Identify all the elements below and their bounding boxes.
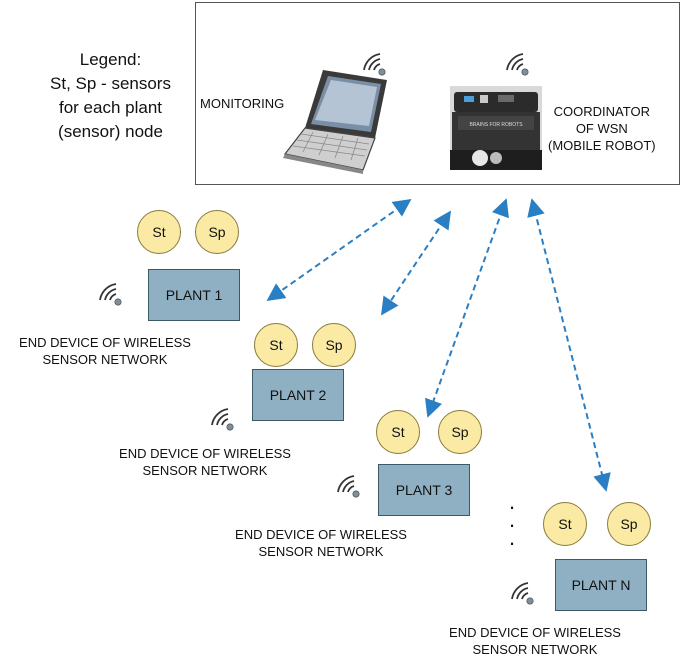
laptop-icon (283, 70, 387, 174)
legend-line: St, Sp - sensors (50, 74, 171, 93)
legend-line: (sensor) node (58, 122, 163, 141)
sensor-sp: Sp (312, 323, 356, 367)
legend-title: Legend: (79, 50, 142, 69)
legend-line: for each plant (58, 98, 162, 117)
coordinator-label: COORDINATOR OF WSN (MOBILE ROBOT) (548, 104, 656, 153)
sensor-st: St (543, 502, 587, 546)
plant-label: PLANT 1 (165, 287, 223, 303)
plant-n: PLANT N (555, 559, 647, 611)
sensor-st: St (254, 323, 298, 367)
wireless-signal-icon (337, 475, 361, 499)
sensor-sp: Sp (195, 210, 239, 254)
sensor-sp: Sp (607, 502, 651, 546)
mobile-robot-image: BRAINS FOR ROBOTS (450, 86, 542, 170)
end-device-label: END DEVICE OF WIRELESS SENSOR NETWORK (449, 625, 621, 657)
end-device-label: END DEVICE OF WIRELESS SENSOR NETWORK (235, 527, 407, 559)
plant-label: PLANT N (571, 577, 631, 593)
legend: Legend: St, Sp - sensors for each plant … (38, 48, 183, 144)
wireless-signal-icon (511, 582, 535, 606)
plant-label: PLANT 2 (269, 387, 327, 403)
link-arrow (527, 198, 611, 492)
more-plants-ellipsis: · · · (508, 494, 516, 555)
sensor-st: St (137, 210, 181, 254)
link-arrow (381, 210, 451, 316)
end-device-label: END DEVICE OF WIRELESS SENSOR NETWORK (19, 335, 191, 367)
link-arrow (266, 198, 412, 302)
plant-label: PLANT 3 (395, 482, 453, 498)
wireless-signal-icon (211, 408, 235, 432)
link-arrow (425, 198, 509, 418)
robot-caption: BRAINS FOR ROBOTS (469, 122, 523, 128)
sensor-st: St (376, 410, 420, 454)
coordinator-box (195, 2, 680, 185)
wireless-signal-icon (506, 53, 530, 77)
monitoring-label: MONITORING (200, 96, 285, 111)
wireless-signal-icon (99, 283, 123, 307)
plant-3: PLANT 3 (378, 464, 470, 516)
plant-2: PLANT 2 (252, 369, 344, 421)
wireless-signal-icon (363, 53, 387, 77)
plant-1: PLANT 1 (148, 269, 240, 321)
end-device-label: END DEVICE OF WIRELESS SENSOR NETWORK (119, 446, 291, 478)
